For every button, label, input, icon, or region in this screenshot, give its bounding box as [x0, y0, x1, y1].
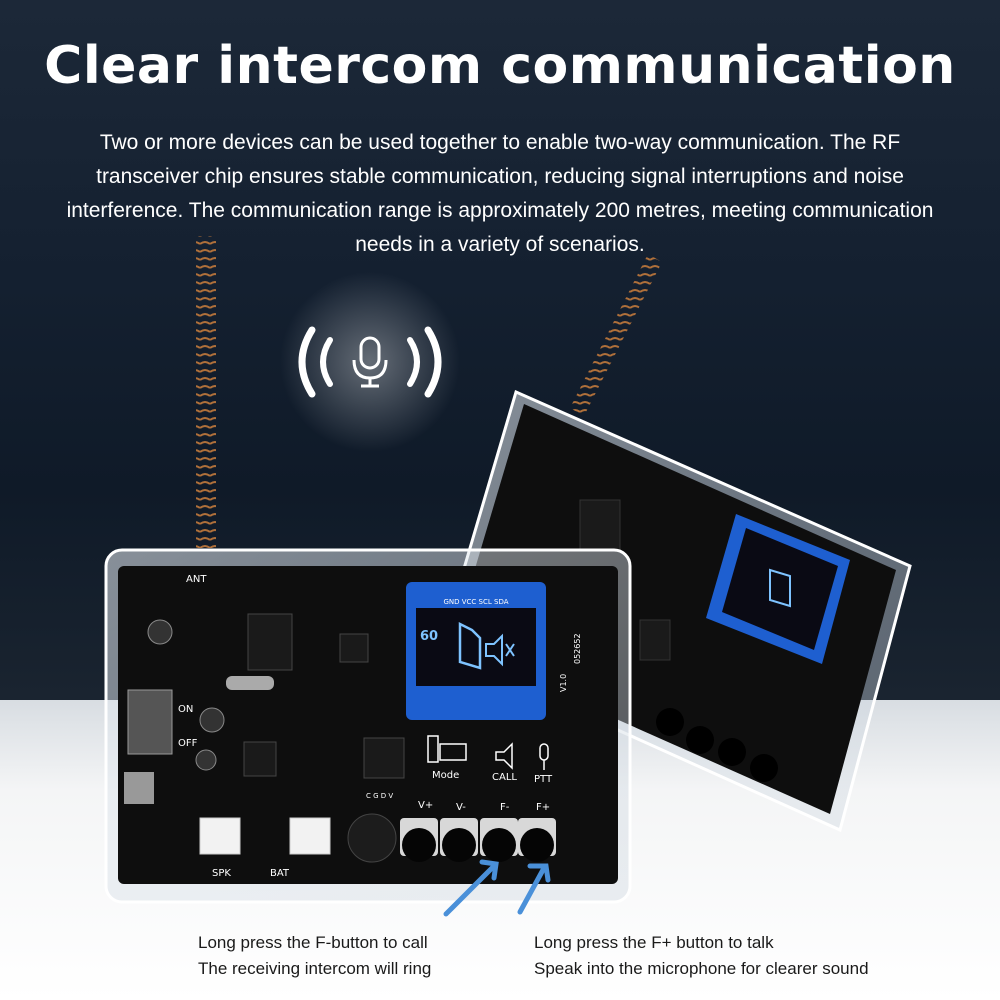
v-minus-label: V- [456, 802, 466, 813]
caption-call-line2: The receiving intercom will ring [198, 959, 432, 978]
bat-label: BAT [270, 868, 290, 879]
f-minus-label: F- [500, 802, 510, 813]
page-title: Clear intercom communication [44, 36, 956, 96]
microphone-icon [352, 336, 388, 388]
caption-talk: Long press the F+ button to talk Speak i… [534, 930, 869, 982]
cgdv-label: C G D V [366, 792, 393, 800]
off-label: OFF [178, 738, 198, 749]
button-f-plus [518, 818, 556, 862]
press-arrow-icons [443, 859, 551, 917]
button-f-minus [480, 818, 518, 862]
page-description: Two or more devices can be used together… [66, 131, 934, 256]
oled-screen-icons: 60 [420, 621, 515, 670]
signal-value: 60 [420, 629, 438, 644]
on-label: ON [178, 704, 193, 715]
mode-label: Mode [432, 770, 459, 781]
ptt-mic-icon [539, 743, 549, 770]
ptt-label: PTT [534, 774, 553, 785]
right-antenna-coil [570, 254, 662, 416]
v-plus-label: V+ [418, 800, 433, 811]
caption-talk-line2: Speak into the microphone for clearer so… [534, 959, 869, 978]
f-plus-label: F+ [536, 802, 550, 813]
oled-pin-label: GND VCC SCL SDA [443, 598, 508, 606]
left-antenna-coil [196, 236, 216, 548]
sound-wave-icon [280, 272, 460, 452]
caption-talk-line1: Long press the F+ button to talk [534, 933, 774, 952]
call-label: CALL [492, 772, 517, 783]
button-v-plus [400, 818, 438, 862]
ant-label: ANT [186, 574, 207, 585]
spk-label: SPK [212, 868, 231, 879]
serial-label: 052652 [573, 633, 582, 664]
version-label: V1.0 [559, 674, 568, 692]
caption-call: Long press the F-button to call The rece… [198, 930, 431, 982]
call-speaker-icon [495, 742, 513, 770]
caption-call-line1: Long press the F-button to call [198, 933, 428, 952]
button-v-minus [440, 818, 478, 862]
mode-icon [427, 735, 467, 763]
front-intercom-device: GND VCC SCL SDA 60 ANT ON OFF SPK BAT Mo… [104, 548, 632, 904]
